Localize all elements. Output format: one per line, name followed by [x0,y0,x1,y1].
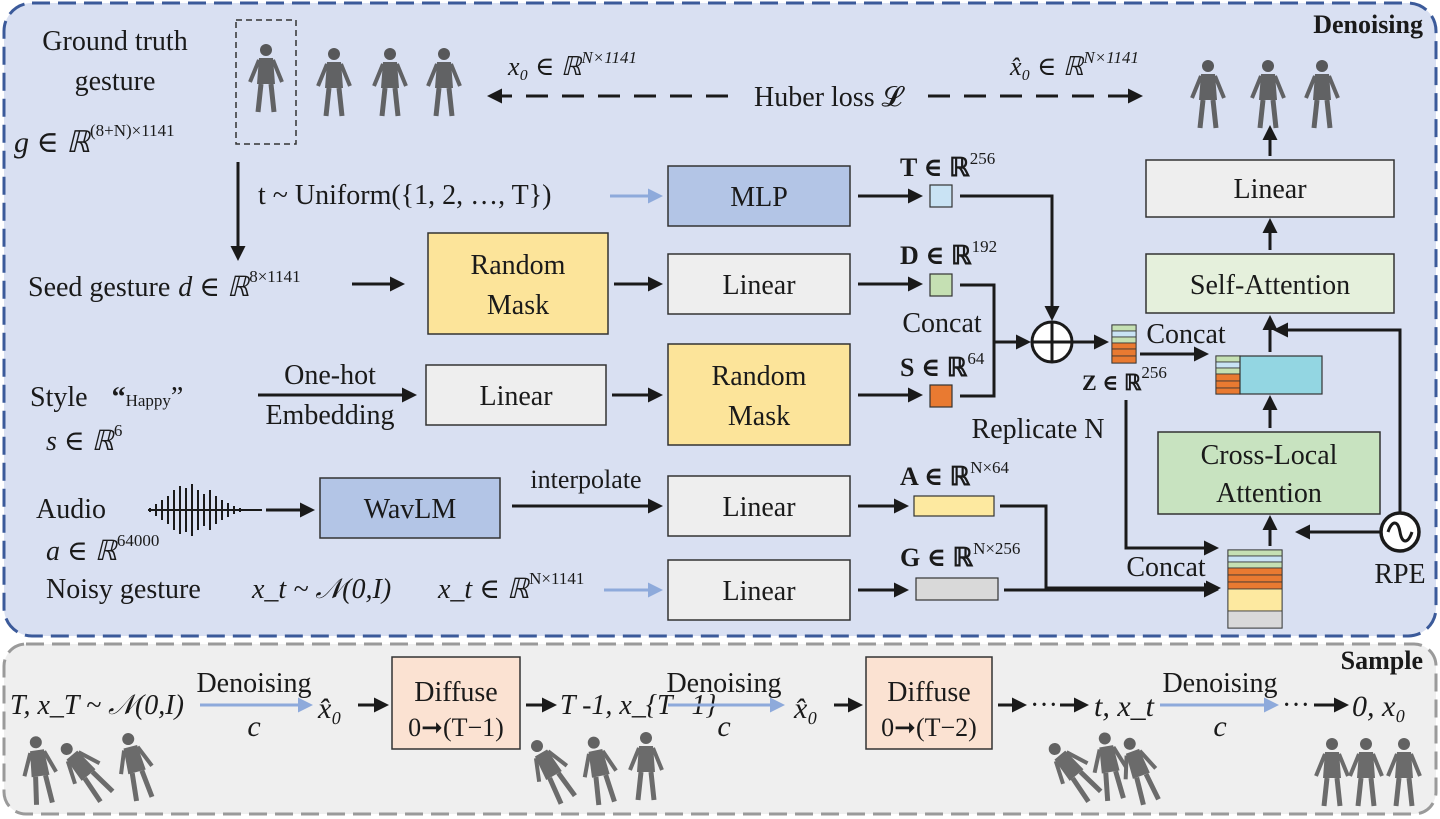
sample-ellipsis-1: ··· [1030,690,1058,721]
timestep-formula: t ~ Uniform({1, 2, …, T}) [258,180,551,211]
T-token-label: T ∈ ℝ256 [900,149,995,182]
T-token [929,184,953,208]
self-attention-label: Self-Attention [1190,270,1350,301]
denoising-panel-title: Denoising [1313,10,1423,39]
linear-block-style [425,364,607,426]
A-token [913,495,995,517]
sample-x0hat-2: x̂₀ [793,692,818,725]
random-mask-block-2 [667,343,851,446]
rpe-node [1379,511,1421,553]
sample-x0hat-1: x̂₀ [317,692,342,725]
S-to-sum-line [960,342,996,398]
audio-label: Audio [36,494,106,525]
onehot-line2: Embedding [265,400,394,431]
G-token-label: G ∈ ℝN×256 [900,539,1020,572]
mlp-label: MLP [730,182,788,213]
style-label: Style“Happy” [30,382,183,413]
sample-denoising-3: Denoising [1162,668,1277,699]
S-token-label: S ∈ ℝ64 [900,349,985,382]
diffuse-block-1 [391,656,521,750]
linear-block-noisy [667,559,851,621]
cross-local-line1: Cross-Local [1201,440,1338,471]
linear-block-audio [667,475,851,537]
concat-bottom-label: Concat [1126,552,1206,583]
D-token [929,273,953,297]
diffuse-block-2 [865,656,993,750]
diffuse-1-sub: 0➞(T−1) [408,713,504,742]
audio-waveform-icon [148,484,262,536]
concat-left-label: Concat [902,308,982,339]
x0hat-formula: x̂₀ ∈ ℝN×1141 [1009,48,1139,81]
output-linear-label: Linear [1233,174,1307,205]
linear-audio-label: Linear [722,492,796,523]
ground-truth-formula: g ∈ ℝ(8+N)×1141 [14,121,175,159]
style-formula: s ∈ ℝ6 [46,421,122,457]
cross-local-line2: Attention [1216,478,1322,509]
concat-right-label: Concat [1146,319,1226,350]
wavlm-label: WavLM [364,494,457,525]
G-token [915,577,999,601]
noisy-formula: x_t ∈ ℝN×1141 [437,569,584,605]
diffuse-2-sub: 0➞(T−2) [881,713,977,742]
noisy-dist-formula: x_t ~ 𝒩(0,I) [251,574,391,605]
output-linear-block [1145,159,1395,218]
linear-noisy-label: Linear [722,576,796,607]
audio-formula: a ∈ ℝ64000 [46,531,159,567]
D-to-sum-line [960,283,1031,350]
linear-block-seed [667,253,851,315]
x0-formula: x₀ ∈ ℝN×1141 [507,48,637,81]
Z-token [1111,324,1137,364]
sample-c-1: c [247,710,260,743]
A-to-stack-line [1000,504,1221,596]
interpolate-label: interpolate [530,465,641,494]
sample-panel-title: Sample [1341,646,1423,675]
noisy-gesture-label: Noisy gesture [46,574,201,605]
S-token [929,384,953,408]
wavlm-block [319,477,501,539]
sample-c-2: c [717,710,730,743]
random-mask-1-line1: Random [471,250,566,281]
diffuse-2-title: Diffuse [887,677,970,708]
sample-denoising-2: Denoising [666,668,781,699]
concat-tensor-top [1215,355,1323,395]
sample-step-t: t, x_t [1094,690,1155,723]
seed-frame-dashed [235,19,297,145]
replicate-label: Replicate N [972,414,1105,445]
sum-node [1030,320,1074,364]
diffuse-1-title: Diffuse [414,677,497,708]
cross-local-attention-block [1157,431,1381,515]
self-attention-block [1145,253,1395,314]
sample-start-formula: T, x_T ~ 𝒩(0,I) [10,690,184,721]
sample-c-3: c [1213,710,1226,743]
A-token-label: A ∈ ℝN×64 [900,458,1010,491]
ground-truth-label-line1: Ground truth [42,26,187,57]
onehot-line1: One-hot [284,360,376,391]
huber-loss-label: Huber loss 𝓛 [754,82,906,113]
random-mask-block-1 [427,232,609,335]
random-mask-1-line2: Mask [487,290,549,321]
sample-ellipsis-2: ··· [1282,690,1310,721]
Z-token-label: Z ∈ ℝ256 [1082,363,1167,395]
linear-style-label: Linear [479,381,553,412]
ground-truth-label-line2: gesture [75,66,156,97]
random-mask-2-line2: Mask [728,401,790,432]
rpe-to-sa-line [1273,322,1402,512]
sample-final: 0, x₀ [1352,690,1406,723]
Z-replicate-line [1124,400,1219,556]
rpe-label: RPE [1374,559,1425,590]
D-token-label: D ∈ ℝ192 [900,237,997,270]
concat-tensor-stack [1227,549,1283,629]
random-mask-2-line1: Random [712,361,807,392]
T-to-sum-line [960,194,1060,321]
linear-seed-label: Linear [722,270,796,301]
sample-denoising-1: Denoising [196,668,311,699]
mlp-block [667,165,851,227]
